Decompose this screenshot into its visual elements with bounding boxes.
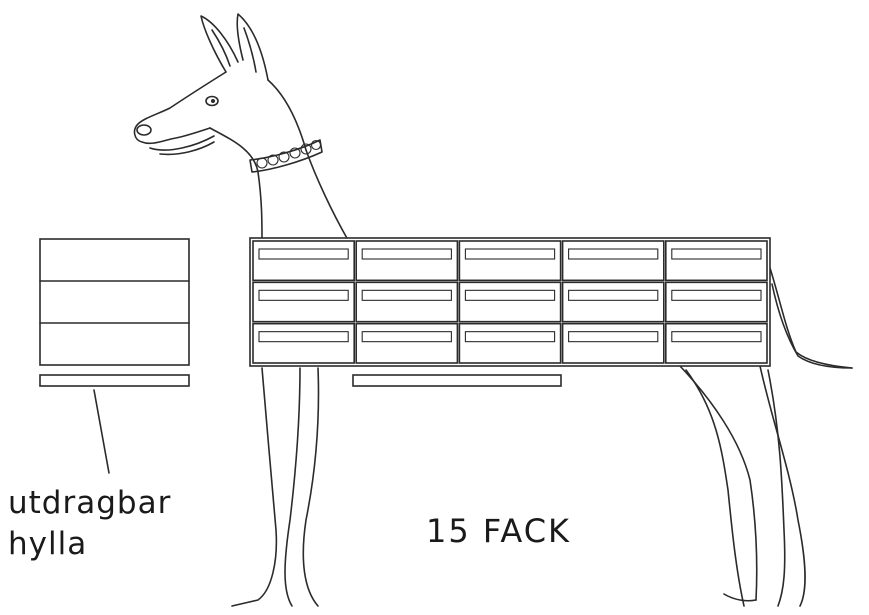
compartment-drawer (458, 240, 562, 282)
compartment-drawer (252, 240, 355, 282)
compartment-drawer (355, 322, 459, 364)
compartment-cabinet (249, 237, 771, 367)
compartment-drawer (664, 281, 768, 323)
compartment-drawer (252, 281, 355, 323)
side-unit (39, 238, 190, 366)
dog-figure (133, 13, 853, 607)
compartment-drawer (355, 281, 459, 323)
shelf-label-line2: hylla (8, 526, 87, 562)
compartment-drawer (561, 281, 665, 323)
pull-out-shelf (39, 374, 190, 387)
dog-neck-front (209, 127, 263, 241)
compartment-drawer (252, 322, 355, 364)
dog-left-ear (200, 15, 239, 73)
dog-eye (205, 95, 219, 107)
dog-hind-leg-left (679, 365, 758, 601)
compartment-drawer (458, 322, 562, 364)
compartment-drawer (561, 240, 665, 282)
compartment-drawer (458, 281, 562, 323)
cabinet-pull-out-shelf (352, 374, 562, 387)
dog-front-leg-left (231, 367, 278, 607)
compartment-count-label: 15 FACK (426, 512, 571, 550)
dog-head (133, 71, 227, 145)
compartment-drawer (664, 322, 768, 364)
dog-hind-leg-right (759, 365, 806, 607)
compartment-drawer (355, 240, 459, 282)
compartment-drawer (561, 322, 665, 364)
shelf-label-line1: utdragbar (8, 485, 171, 521)
dog-collar (249, 139, 323, 173)
dog-tail (769, 267, 853, 369)
compartment-drawer (664, 240, 768, 282)
dog-right-ear (236, 13, 269, 81)
dog-nose (136, 124, 152, 136)
dog-neck-back (267, 79, 349, 241)
shelf-leader-line (93, 389, 110, 474)
dog-front-leg-right (302, 367, 320, 607)
